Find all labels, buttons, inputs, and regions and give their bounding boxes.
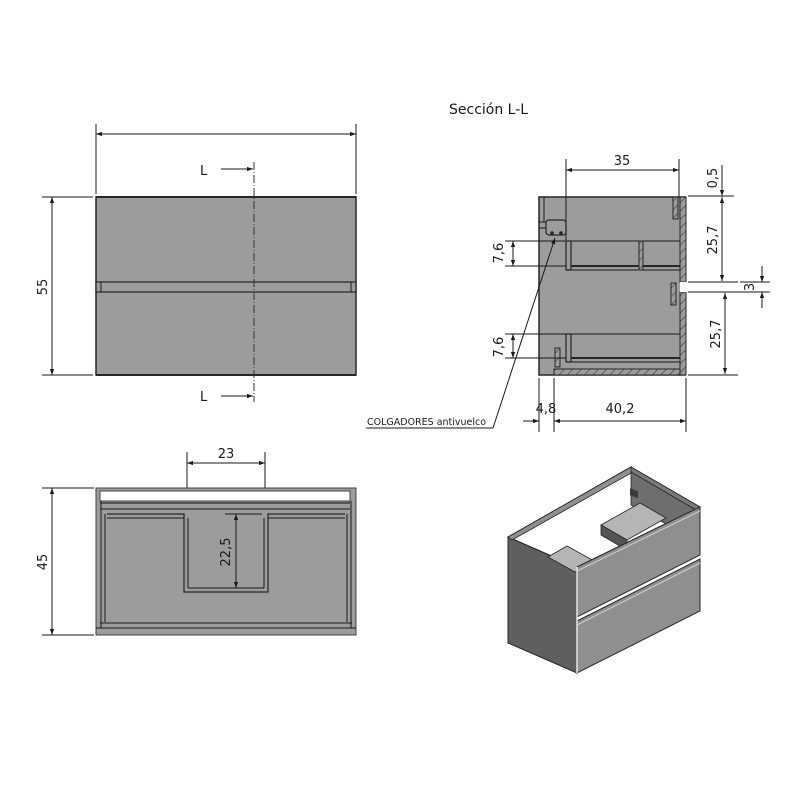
svg-text:25,7: 25,7 bbox=[706, 226, 721, 255]
upper-drawer-front bbox=[679, 196, 687, 283]
top-view-outline bbox=[95, 487, 357, 636]
svg-text:45: 45 bbox=[36, 554, 51, 571]
drawer-outline-cutout bbox=[107, 513, 345, 593]
svg-text:7,6: 7,6 bbox=[492, 243, 507, 264]
svg-text:L: L bbox=[200, 390, 208, 405]
callout-label: COLGADORES antivuelco bbox=[367, 417, 486, 428]
dimension-35: 35 bbox=[565, 154, 680, 240]
svg-text:40,2: 40,2 bbox=[606, 402, 635, 417]
top-opening bbox=[99, 490, 351, 502]
dimension-22-5: 22,5 bbox=[219, 513, 262, 588]
svg-text:3: 3 bbox=[743, 283, 758, 291]
upper-drawer-section bbox=[565, 240, 680, 271]
dimension-23: 23 bbox=[186, 447, 266, 516]
dimension-0-5: 0,5 bbox=[688, 165, 734, 197]
svg-text:L: L bbox=[200, 164, 208, 179]
section-marker-top: L bbox=[200, 164, 253, 179]
front-view: 55 L L bbox=[36, 124, 357, 405]
handle-profile bbox=[670, 282, 677, 306]
drawer-gap-strip bbox=[95, 281, 357, 293]
section-marker-bottom: L bbox=[200, 390, 253, 405]
svg-text:25,7: 25,7 bbox=[709, 320, 724, 349]
svg-text:0,5: 0,5 bbox=[706, 168, 721, 189]
dimension-25-7-upper: 25,7 bbox=[688, 197, 738, 283]
svg-text:7,6: 7,6 bbox=[492, 337, 507, 358]
top-view: 23 45 22,5 bbox=[36, 447, 357, 636]
lower-drawer-section bbox=[554, 333, 680, 368]
isometric-view bbox=[506, 466, 702, 674]
svg-text:35: 35 bbox=[614, 154, 631, 169]
front-height-label: 55 bbox=[36, 279, 51, 296]
hanger-callout: COLGADORES antivuelco bbox=[366, 237, 556, 429]
section-title: Sección L-L bbox=[449, 102, 528, 118]
front-width-dimension bbox=[95, 124, 357, 194]
bottom-panel bbox=[553, 368, 681, 376]
front-height-dimension: 55 bbox=[36, 196, 93, 376]
svg-text:4,8: 4,8 bbox=[536, 402, 557, 417]
svg-text:23: 23 bbox=[218, 447, 235, 462]
lower-drawer-front bbox=[679, 291, 687, 376]
svg-text:22,5: 22,5 bbox=[219, 538, 234, 567]
dimension-3: 3 bbox=[688, 266, 770, 308]
section-view: Sección L-L bbox=[366, 102, 770, 432]
dimension-45: 45 bbox=[36, 487, 94, 636]
dimension-4-8-and-40-2: 4,8 40,2 bbox=[523, 378, 687, 432]
dimension-7-6-upper: 7,6 bbox=[492, 240, 566, 267]
dimension-7-6-lower: 7,6 bbox=[492, 333, 566, 359]
dimension-25-7-lower: 25,7 bbox=[688, 293, 738, 376]
